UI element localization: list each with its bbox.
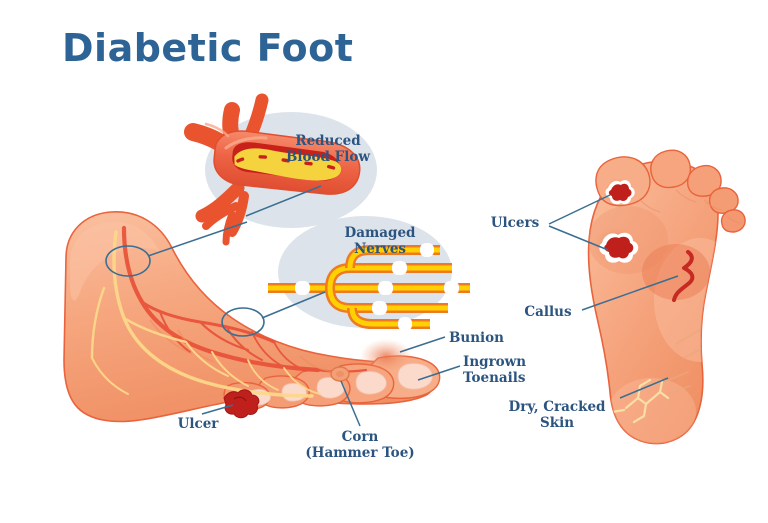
page-title: Diabetic Foot	[62, 26, 354, 70]
callus-area-shading	[642, 244, 710, 300]
bunion-marker	[360, 339, 412, 373]
label-reduced-blood-flow: Reduced Blood Flow	[285, 133, 371, 165]
leader-blood-flow-detail	[245, 185, 322, 217]
leader-dry-cracked-skin	[619, 377, 669, 399]
label-bunion: Bunion	[449, 330, 504, 346]
left-foot-blood-vessels	[121, 225, 368, 373]
ulcer-marker-ball	[593, 226, 639, 266]
leader-ulcer-left	[201, 404, 234, 415]
left-foot-nerves	[90, 230, 321, 398]
corn-marker	[330, 366, 350, 382]
artery-detail-illustration	[184, 93, 361, 246]
right-foot-arch-shading	[654, 238, 718, 362]
ulcer-marker-toe	[602, 177, 635, 205]
left-foot-ankle-shading	[70, 221, 160, 301]
left-foot-illustration	[63, 211, 441, 423]
label-dry-cracked-skin: Dry, Cracked Skin	[508, 399, 606, 431]
label-ulcer-left-foot: Ulcer	[177, 416, 219, 432]
label-ulcers-right-foot: Ulcers	[490, 215, 540, 231]
leader-lines	[147, 185, 679, 427]
label-damaged-nerves: Damaged Nerves	[344, 225, 416, 257]
callus-marker	[672, 250, 695, 302]
nerve-damage-gaps	[295, 243, 459, 331]
right-foot-illustration	[587, 149, 746, 445]
leader-callus	[581, 275, 679, 311]
leader-bunion	[399, 336, 446, 353]
leader-ulcer-ball	[548, 225, 609, 251]
callout-circle-blood-flow	[105, 245, 151, 277]
ulcer-marker-left-foot	[223, 389, 260, 419]
leader-nerves	[261, 291, 326, 319]
nerve-detail-illustration	[268, 243, 470, 331]
right-foot-toe-creases	[639, 189, 741, 224]
leader-ulcer-toe	[548, 194, 611, 225]
label-callus: Callus	[524, 304, 572, 320]
leader-corn	[340, 380, 361, 427]
label-ingrown-toenails: Ingrown Toenails	[463, 354, 527, 386]
callout-circle-nerves	[221, 307, 265, 337]
leader-ingrown-toenails	[417, 365, 461, 381]
label-corn: Corn (Hammer Toe)	[305, 429, 415, 461]
leader-blood-flow	[147, 221, 248, 257]
dry-cracked-skin-marker	[610, 378, 670, 424]
